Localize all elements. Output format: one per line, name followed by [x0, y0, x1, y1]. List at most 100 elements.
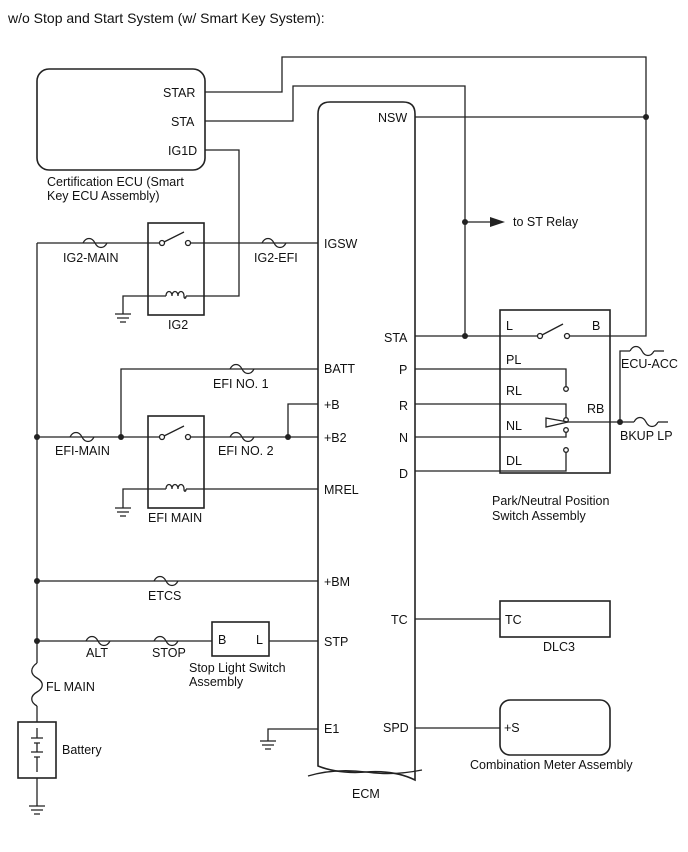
- dlc3-box: [499, 600, 611, 638]
- fuse-ig2-main-label: IG2-MAIN: [63, 251, 119, 265]
- ecm-pin-d: D: [399, 467, 408, 481]
- pnp-label-2: Switch Assembly: [492, 509, 587, 523]
- fuse-ecu-acc: [629, 345, 655, 357]
- cert-ecu-label-1: Certification ECU (Smart: [47, 175, 184, 189]
- ecm-label: ECM: [352, 787, 380, 801]
- fuse-ig2-efi-label: IG2-EFI: [254, 251, 298, 265]
- ig2-relay-label: IG2: [168, 318, 188, 332]
- fuse-efi-main: [69, 431, 95, 443]
- wire-r: [415, 403, 567, 418]
- junction-nsw: [643, 114, 649, 120]
- wire-p: [415, 368, 567, 387]
- ig2-switch-blade: [163, 231, 185, 243]
- fuse-ecu-acc-label: ECU-ACC: [621, 357, 678, 371]
- efi-main-relay-label: EFI MAIN: [148, 511, 202, 525]
- ecm-break-line: [307, 769, 423, 777]
- wire-ecu-acc: [619, 350, 630, 422]
- efi-coil: [165, 483, 187, 492]
- wire-b: [287, 403, 318, 437]
- ecm-body: [317, 101, 416, 782]
- junction-sta: [462, 333, 468, 339]
- ecm-pin-mrel: MREL: [324, 483, 359, 497]
- fuse-alt: [85, 635, 111, 647]
- diagram-title: w/o Stop and Start System (w/ Smart Key …: [7, 10, 325, 26]
- pnp-switch-blade: [541, 323, 564, 336]
- ecm-pin-sta: STA: [384, 331, 408, 345]
- junction-b: [285, 434, 291, 440]
- fuse-stop-label: STOP: [152, 646, 186, 660]
- ecm-pin-r: R: [399, 399, 408, 413]
- fuse-bkup-lp-label: BKUP LP: [620, 429, 673, 443]
- ecm-pin-b2: +B2: [324, 431, 347, 445]
- efi-coil-wire: [122, 488, 318, 508]
- ecm-pin-p: P: [399, 363, 407, 377]
- wire-e1: [267, 728, 318, 741]
- pnp-pin-nl: NL: [506, 419, 522, 433]
- ig2-contact-left: [158, 239, 166, 247]
- st-relay-label: to ST Relay: [513, 215, 579, 229]
- fuse-efi-no2: [229, 431, 255, 443]
- dlc3-label: DLC3: [543, 640, 575, 654]
- ecm-pin-batt: BATT: [324, 362, 355, 376]
- wire-n: [415, 432, 567, 438]
- fuse-stop: [153, 635, 179, 647]
- cert-ecu-label-2: Key ECU Assembly): [47, 189, 160, 203]
- cert-pin-sta: STA: [171, 115, 195, 129]
- ecm-pin-bm: +BM: [324, 575, 350, 589]
- combination-meter-label: Combination Meter Assembly: [470, 758, 633, 772]
- fuse-bkup-lp: [633, 416, 659, 428]
- fuse-etcs: [153, 575, 179, 587]
- junction-st-relay: [462, 219, 468, 225]
- battery-ground-icon: [29, 805, 45, 815]
- ecm-pin-e1: E1: [324, 722, 339, 736]
- arrow-st-relay: [490, 217, 505, 227]
- ecm-pin-spd: SPD: [383, 721, 409, 735]
- fuse-fl-main: [31, 662, 43, 707]
- fuse-fl-main-label: FL MAIN: [46, 680, 95, 694]
- pnp-contact-n: [563, 427, 569, 433]
- wire-ig1d: [204, 149, 240, 297]
- efi-contact-left: [158, 433, 166, 441]
- dlc3-pin-tc: TC: [505, 613, 522, 627]
- cert-pin-star: STAR: [163, 86, 195, 100]
- pnp-pin-b: B: [592, 319, 600, 333]
- fuse-etcs-label: ETCS: [148, 589, 181, 603]
- fuse-ig2-efi: [261, 237, 287, 249]
- cert-pin-ig1d: IG1D: [168, 144, 197, 158]
- pnp-rotor-arm: [545, 417, 569, 428]
- stop-switch-label-2: Assembly: [189, 675, 244, 689]
- fuse-efi-no1: [229, 363, 255, 375]
- wire-batt: [120, 368, 318, 437]
- pnp-switch-box: [499, 309, 611, 474]
- battery-label: Battery: [62, 743, 102, 757]
- ecm-pin-b: +B: [324, 398, 340, 412]
- ig2-coil: [165, 290, 187, 299]
- ig2-ground-icon: [115, 313, 131, 323]
- stop-light-switch-box: [211, 621, 270, 657]
- stop-switch-pin-b: B: [218, 633, 226, 647]
- pnp-pin-dl: DL: [506, 454, 522, 468]
- fuse-alt-label: ALT: [86, 646, 108, 660]
- ecm-pin-nsw: NSW: [378, 111, 407, 125]
- pnp-contact-d: [563, 447, 569, 453]
- combination-meter-pin: +S: [504, 721, 520, 735]
- pnp-contact-p: [563, 386, 569, 392]
- wire-cert-sta: [205, 85, 466, 336]
- ig2-relay-box: [147, 222, 205, 316]
- pnp-pin-rb: RB: [587, 402, 604, 416]
- fuse-efi-no2-label: EFI NO. 2: [218, 444, 274, 458]
- e1-ground-icon: [260, 740, 276, 750]
- battery-cells: [31, 728, 43, 772]
- ecm-pin-n: N: [399, 431, 408, 445]
- pnp-pin-pl: PL: [506, 353, 521, 367]
- certification-ecu-box: [36, 68, 206, 171]
- pnp-pin-rl: RL: [506, 384, 522, 398]
- efi-main-relay-box: [147, 415, 205, 509]
- ig2-coil-wire: [122, 295, 204, 314]
- stop-switch-pin-l: L: [256, 633, 263, 647]
- fuse-efi-no1-label: EFI NO. 1: [213, 377, 269, 391]
- pnp-label-1: Park/Neutral Position: [492, 494, 609, 508]
- wire-d: [415, 452, 567, 472]
- ecm-pin-igsw: IGSW: [324, 237, 358, 251]
